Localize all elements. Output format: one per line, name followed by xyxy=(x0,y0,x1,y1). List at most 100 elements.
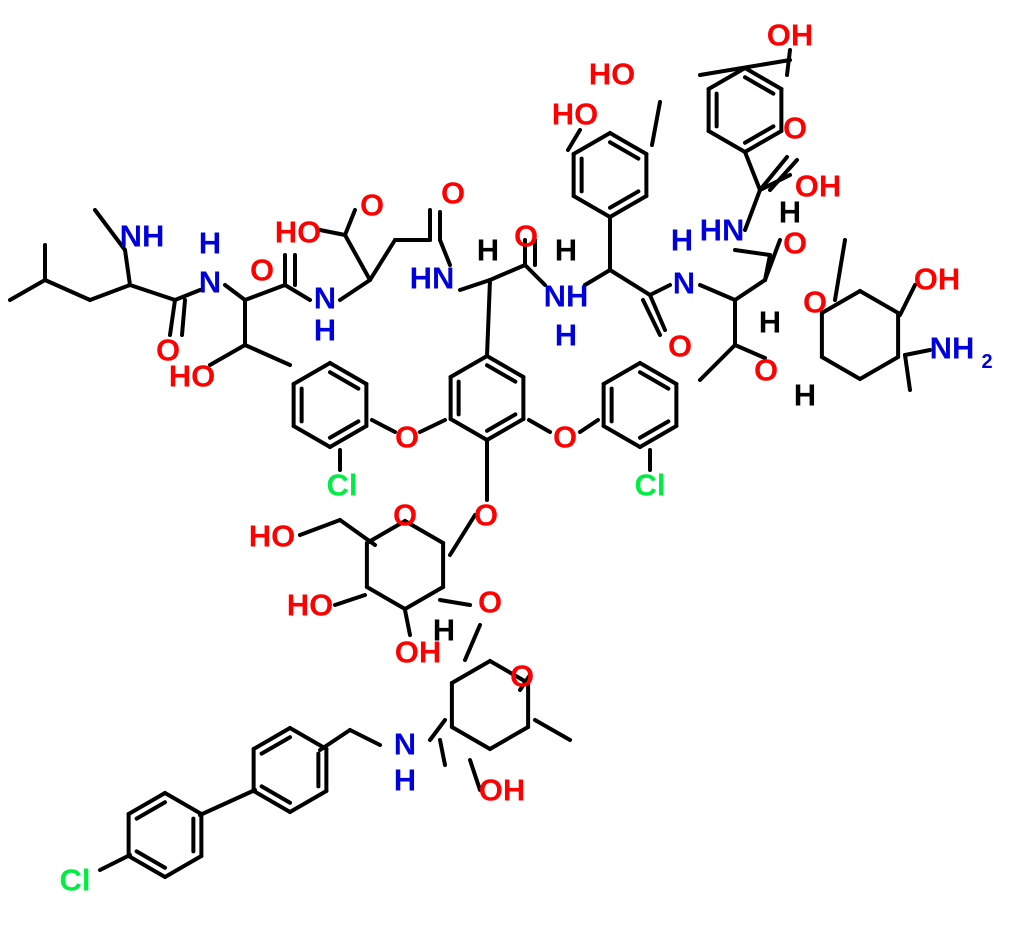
bond xyxy=(583,268,612,287)
atom-labels: OH HO HO O OH H HN O OH O NH 2 H O H H N… xyxy=(60,18,993,898)
bond xyxy=(368,238,397,282)
bond xyxy=(733,278,767,302)
ring-bond xyxy=(449,659,492,685)
atom-label-subscript: 2 xyxy=(981,351,992,373)
ring-bond xyxy=(288,726,329,751)
bond xyxy=(370,418,397,434)
bond xyxy=(333,593,367,607)
ring-bond xyxy=(291,424,332,449)
aromatic-double-bond xyxy=(743,75,776,96)
bond xyxy=(903,348,932,357)
bond xyxy=(523,263,547,287)
atom-label: O xyxy=(441,176,465,211)
atom-label: NH xyxy=(544,279,589,314)
ring-bond xyxy=(743,66,784,91)
ring-bond xyxy=(819,289,862,315)
aromatic-double-bond xyxy=(485,363,518,384)
bond xyxy=(833,238,847,302)
ring-bond xyxy=(448,354,489,379)
ring-bond xyxy=(163,791,204,816)
aromatic-double-bond xyxy=(134,800,167,821)
ring-bond xyxy=(571,194,612,219)
aromatic-double-bond xyxy=(608,189,641,210)
atom-label: O xyxy=(510,659,534,694)
bond xyxy=(428,718,447,742)
bond xyxy=(578,418,600,434)
bond xyxy=(8,278,47,302)
bond xyxy=(698,58,792,77)
bond xyxy=(488,263,527,282)
atom-label: O xyxy=(156,333,180,368)
ring-bond xyxy=(858,289,901,315)
bond xyxy=(128,283,177,302)
bond xyxy=(343,233,372,282)
atom-label: O xyxy=(360,188,384,223)
aromatic-double-bond xyxy=(485,412,518,433)
ring-bond xyxy=(571,131,612,156)
atom-label: O xyxy=(514,219,538,254)
ring-bond xyxy=(126,791,167,816)
atom-label: O xyxy=(668,329,692,364)
atom-label: H xyxy=(477,233,499,268)
bond xyxy=(243,343,292,367)
atom-label: NH xyxy=(930,331,975,366)
bond xyxy=(298,518,342,537)
bond xyxy=(608,268,652,297)
ring-bond xyxy=(638,424,679,449)
bond xyxy=(698,283,737,302)
atom-label: HN xyxy=(410,261,455,296)
ring-bond xyxy=(485,354,526,379)
atom-label: HN xyxy=(700,213,745,248)
atom-label: H xyxy=(759,305,781,340)
ring-bond xyxy=(449,725,492,751)
ring-bond xyxy=(743,129,784,154)
atom-label: HO xyxy=(249,519,296,554)
atom-label: OH xyxy=(395,635,442,670)
bond xyxy=(123,248,132,287)
ring-bond xyxy=(126,854,167,879)
atom-label: H xyxy=(794,378,816,413)
aromatic-double-bond xyxy=(259,735,292,756)
ring-bond xyxy=(485,417,526,442)
bonds xyxy=(8,48,932,879)
bond xyxy=(438,598,472,607)
bond xyxy=(458,278,492,292)
atom-label: H xyxy=(555,233,577,268)
ring-bond xyxy=(638,361,679,386)
bond xyxy=(208,343,247,367)
atom-label: Cl xyxy=(327,468,358,503)
bond xyxy=(743,150,762,192)
bond xyxy=(98,853,132,872)
atom-label: OH xyxy=(479,773,526,808)
bond xyxy=(43,278,92,302)
ring-bond xyxy=(608,131,649,156)
bond xyxy=(338,518,377,547)
bond xyxy=(648,283,672,297)
atom-label: N xyxy=(314,281,336,316)
bond xyxy=(463,623,482,662)
atom-label: O xyxy=(474,498,498,533)
atom-label: O xyxy=(803,285,827,320)
bond xyxy=(566,128,582,152)
aromatic-double-bond xyxy=(638,370,671,391)
ring-bond xyxy=(364,519,407,545)
atom-label: H xyxy=(671,223,693,258)
bond xyxy=(318,228,347,237)
atom-label: Cl xyxy=(60,863,91,898)
ring-bond xyxy=(328,424,369,449)
aromatic-double-bond xyxy=(328,370,361,391)
atom-label: OH xyxy=(767,18,814,53)
bond xyxy=(180,298,187,337)
atom-label: O xyxy=(553,420,577,455)
ring-bond xyxy=(858,355,901,381)
atom-label: OH xyxy=(914,262,961,297)
atom-label: HO xyxy=(552,97,599,132)
bond xyxy=(898,283,917,317)
bond xyxy=(468,758,482,792)
bond xyxy=(418,418,447,434)
ring-bond xyxy=(328,361,369,386)
aromatic-double-bond xyxy=(743,124,776,145)
ring-bond xyxy=(364,585,407,611)
bond xyxy=(768,158,799,192)
atom-label: N xyxy=(199,265,221,300)
